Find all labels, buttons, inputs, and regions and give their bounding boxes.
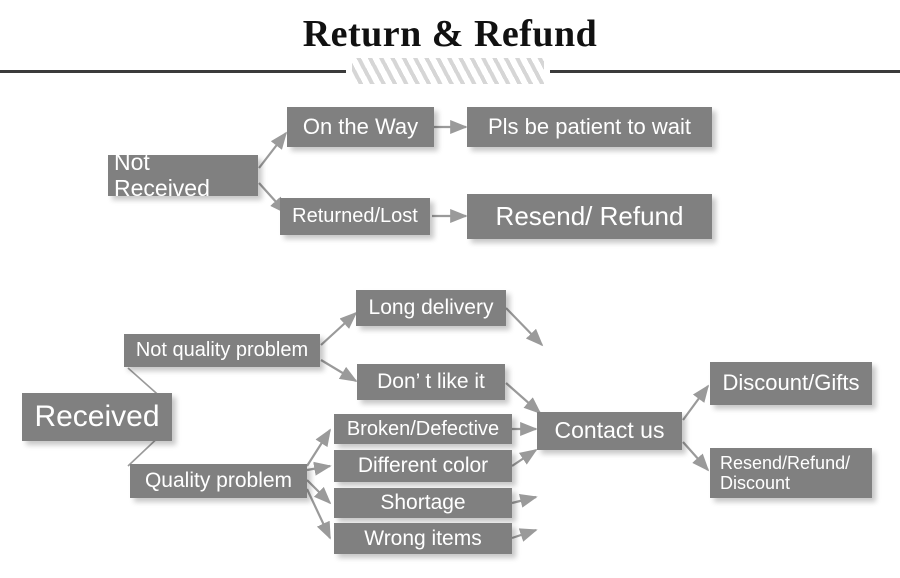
node-different-color[interactable]: Different color — [334, 450, 512, 482]
node-pls-be-patient-to-wait[interactable]: Pls be patient to wait — [467, 107, 712, 147]
node-not-received[interactable]: Not Received — [108, 149, 258, 200]
node-long-delivery[interactable]: Long delivery — [356, 290, 506, 326]
divider-line-left — [0, 70, 346, 73]
node-returned-lost[interactable]: Returned/Lost — [280, 198, 430, 235]
node-discount-gifts[interactable]: Discount/Gifts — [710, 362, 872, 405]
node-on-the-way[interactable]: On the Way — [287, 107, 434, 147]
diagonal-hatch-divider-icon — [352, 58, 544, 84]
node-shortage[interactable]: Shortage — [334, 488, 512, 518]
divider-line-right — [550, 70, 900, 73]
node-received[interactable]: Received — [22, 393, 172, 441]
node-resend-refund[interactable]: Resend/ Refund — [467, 194, 712, 239]
page-title: Return & Refund — [302, 13, 598, 55]
node-dont-like-it[interactable]: Don’ t like it — [357, 364, 505, 400]
node-resend-refund-discount[interactable]: Resend/Refund/ Discount — [710, 448, 872, 498]
node-wrong-items[interactable]: Wrong items — [334, 523, 512, 554]
header-area: Return & Refund — [0, 0, 900, 90]
node-not-quality-problem[interactable]: Not quality problem — [124, 334, 320, 367]
node-quality-problem[interactable]: Quality problem — [130, 464, 307, 498]
node-contact-us[interactable]: Contact us — [537, 412, 682, 450]
node-broken-defective[interactable]: Broken/Defective — [334, 414, 512, 444]
